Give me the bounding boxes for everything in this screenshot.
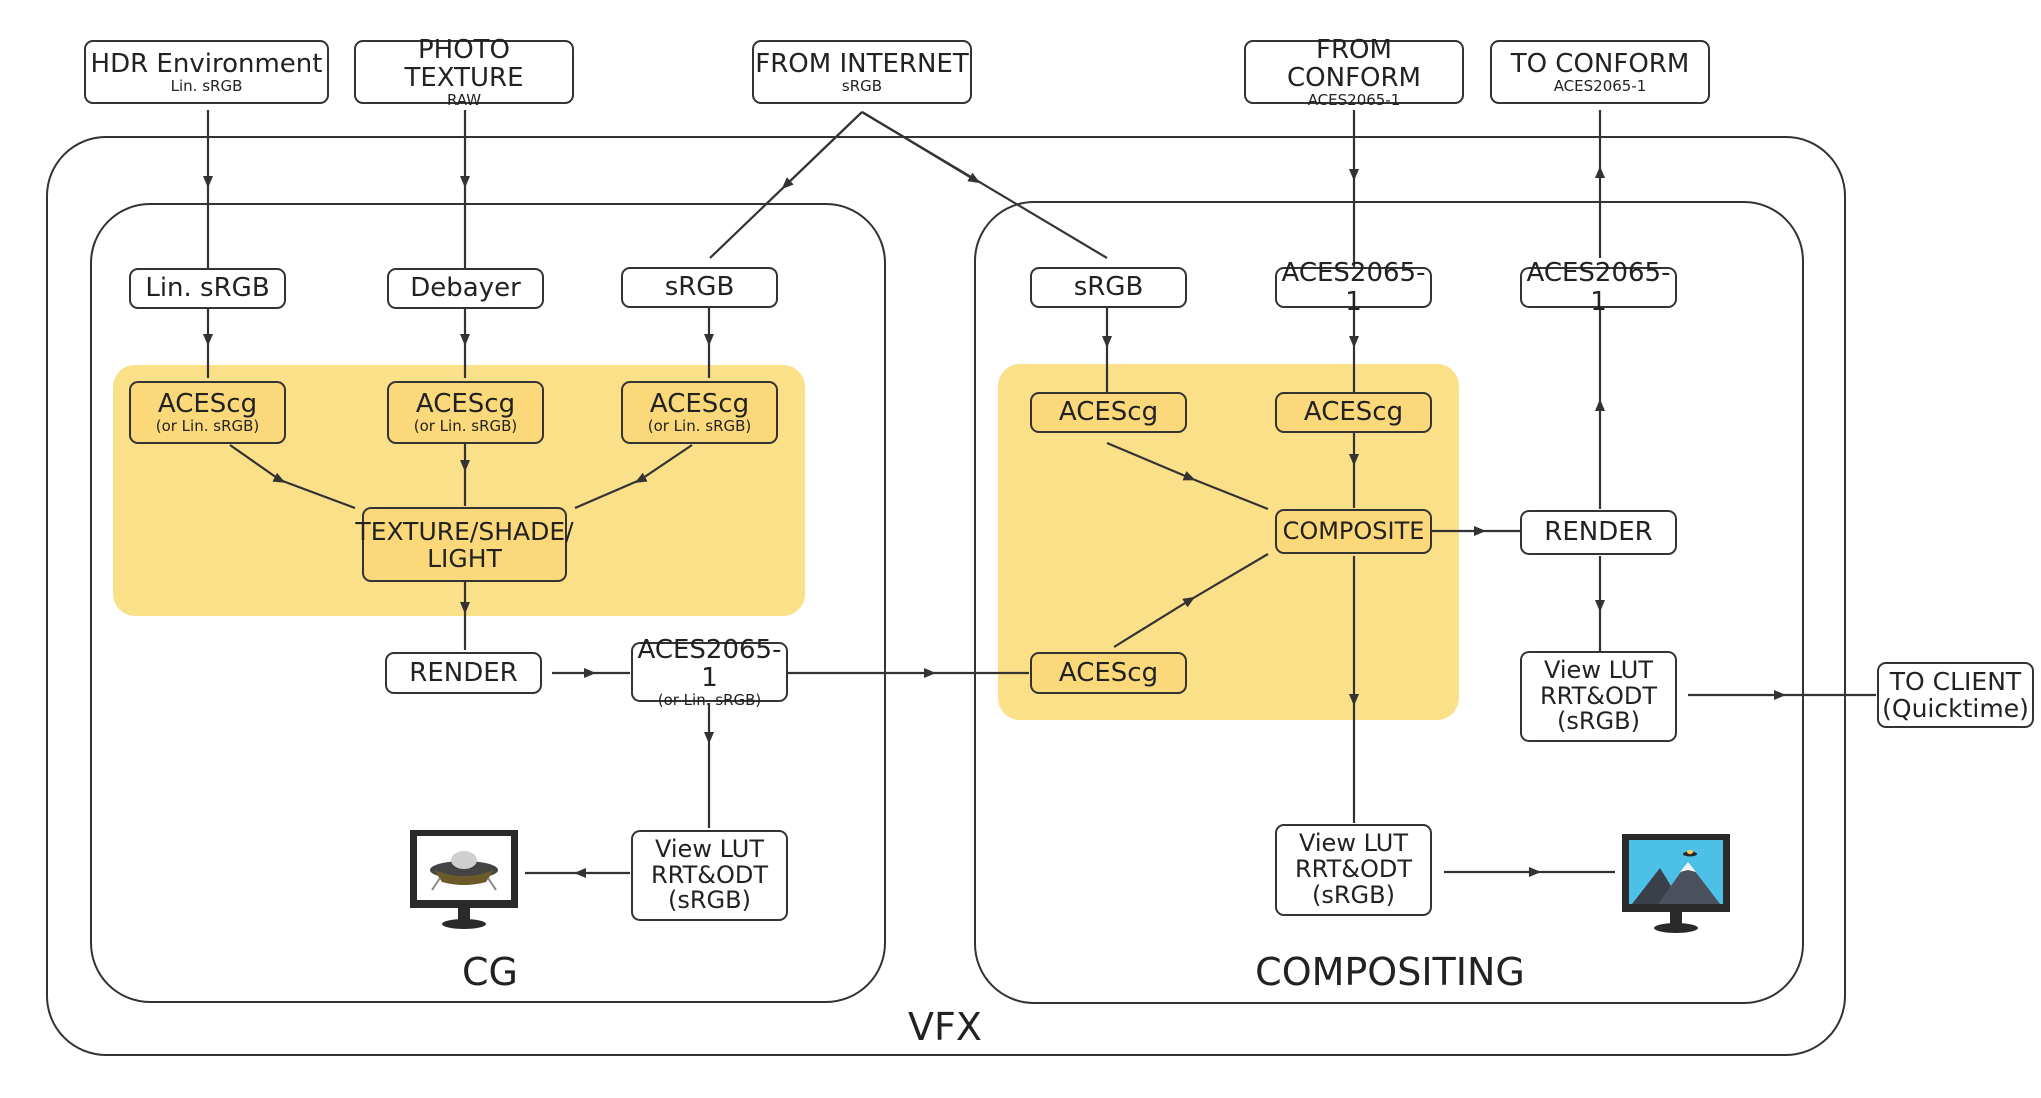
hdr-environment-sub: Lin. sRGB — [170, 76, 243, 95]
photo-texture-box: PHOTO TEXTURE RAW — [354, 36, 574, 108]
from-conform-box: FROM CONFORM ACES2065-1 — [1244, 36, 1464, 108]
cg-aces2065-label: ACES2065-1 — [637, 634, 782, 693]
comp-client-view-lut-line3: (sRGB) — [1557, 707, 1640, 736]
cg-view-lut-line1: View LUT — [655, 834, 764, 863]
comp-acescg-label-2: ACEScg — [1303, 397, 1404, 428]
to-client-box: TO CLIENT (Quicktime) — [1877, 662, 2034, 728]
cg-render-box: RENDER — [385, 652, 542, 694]
arrow-compacescg1-composite — [1106, 441, 1269, 511]
cg-acescg-alt-3: (or Lin. sRGB) — [647, 417, 752, 436]
comp-client-view-lut-box: View LUT RRT&ODT (sRGB) — [1520, 651, 1677, 742]
cg-acescg-label-2: ACEScg — [415, 389, 516, 420]
cg-acescg-label-3: ACEScg — [649, 389, 750, 420]
texture-shade-light-line2: LIGHT — [427, 543, 502, 573]
hdr-environment-box: HDR Environment Lin. sRGB — [84, 40, 329, 104]
arrow-acescg3-texture — [574, 444, 693, 510]
hdr-environment-title: HDR Environment — [90, 48, 323, 79]
comp-aces-out-label: ACES2065-1 — [1526, 258, 1671, 317]
cg-acescg-label-1: ACEScg — [157, 389, 258, 420]
to-conform-title: TO CONFORM — [1510, 48, 1690, 79]
vfx-container — [46, 136, 1846, 1056]
cg-view-lut-line3: (sRGB) — [668, 886, 751, 915]
cg-srgb-label: sRGB — [664, 272, 735, 303]
compositing-container — [974, 201, 1804, 1004]
arrow-compacescg2-composite — [1113, 553, 1269, 648]
monitor-mountains-icon — [1622, 834, 1730, 933]
arrow-internet-right — [861, 111, 981, 184]
cg-view-lut-box: View LUT RRT&ODT (sRGB) — [631, 830, 788, 921]
arrow-acescg1-texture — [229, 444, 356, 510]
comp-aces-out-box: ACES2065-1 — [1520, 259, 1677, 316]
cg-debayer-label: Debayer — [410, 273, 521, 304]
from-conform-title: FROM CONFORM — [1287, 34, 1421, 93]
cg-acescg-alt-1: (or Lin. sRGB) — [155, 417, 260, 436]
comp-render-label: RENDER — [1544, 517, 1653, 548]
from-internet-title: FROM INTERNET — [755, 48, 969, 79]
cg-debayer-box: Debayer — [387, 268, 544, 309]
monitor-ufo-icon — [410, 830, 518, 929]
cg-srgb-box: sRGB — [621, 267, 778, 308]
to-client-line1: TO CLIENT — [1889, 667, 2022, 696]
comp-acescg-box-3: ACEScg — [1030, 652, 1187, 694]
comp-acescg-box-1: ACEScg — [1030, 392, 1187, 433]
comp-aces-in-box: ACES2065-1 — [1275, 259, 1432, 316]
comp-view-lut-box: View LUT RRT&ODT (sRGB) — [1275, 824, 1432, 916]
cg-label: CG — [462, 950, 518, 994]
arrow-internet-left — [781, 111, 863, 190]
cg-lin-srgb-label: Lin. sRGB — [145, 273, 270, 304]
cg-view-lut-line2: RRT&ODT — [650, 860, 768, 889]
to-conform-sub: ACES2065-1 — [1553, 76, 1647, 95]
comp-client-view-lut-line1: View LUT — [1544, 655, 1653, 684]
comp-client-view-lut-line2: RRT&ODT — [1539, 681, 1657, 710]
texture-shade-light-box: TEXTURE/SHADE/ LIGHT — [355, 507, 574, 582]
vfx-label: VFX — [908, 1005, 982, 1049]
to-client-line2: (Quicktime) — [1882, 694, 2029, 723]
from-internet-sub: sRGB — [841, 76, 883, 95]
comp-aces-in-label: ACES2065-1 — [1281, 258, 1426, 317]
cg-acescg-alt-2: (or Lin. sRGB) — [413, 417, 518, 436]
compositing-label: COMPOSITING — [1255, 950, 1525, 994]
cg-acescg-box-2: ACEScg (or Lin. sRGB) — [387, 381, 544, 444]
to-conform-box: TO CONFORM ACES2065-1 — [1490, 40, 1710, 104]
from-conform-sub: ACES2065-1 — [1307, 90, 1401, 109]
comp-view-lut-line3: (sRGB) — [1312, 880, 1395, 909]
comp-view-lut-line2: RRT&ODT — [1294, 855, 1412, 884]
composite-label: COMPOSITE — [1282, 516, 1425, 545]
photo-texture-sub: RAW — [446, 90, 482, 109]
comp-render-box: RENDER — [1520, 510, 1677, 555]
composite-box: COMPOSITE — [1275, 509, 1432, 554]
cg-aces2065-box: ACES2065-1 (or Lin. sRGB) — [631, 636, 788, 708]
cg-aces2065-alt: (or Lin. sRGB) — [657, 690, 762, 709]
cg-lin-srgb-box: Lin. sRGB — [129, 268, 286, 309]
cg-acescg-box-3: ACEScg (or Lin. sRGB) — [621, 381, 778, 444]
from-internet-box: FROM INTERNET sRGB — [752, 40, 972, 104]
comp-srgb-box: sRGB — [1030, 267, 1187, 308]
cg-container — [90, 203, 886, 1003]
comp-srgb-label: sRGB — [1073, 272, 1144, 303]
photo-texture-title: PHOTO TEXTURE — [404, 34, 524, 93]
cg-acescg-box-1: ACEScg (or Lin. sRGB) — [129, 381, 286, 444]
comp-acescg-label-1: ACEScg — [1058, 397, 1159, 428]
comp-view-lut-line1: View LUT — [1299, 829, 1408, 858]
comp-acescg-box-2: ACEScg — [1275, 392, 1432, 433]
cg-render-label: RENDER — [409, 657, 518, 688]
comp-acescg-label-3: ACEScg — [1058, 657, 1159, 688]
texture-shade-light-line1: TEXTURE/SHADE/ — [355, 516, 574, 546]
